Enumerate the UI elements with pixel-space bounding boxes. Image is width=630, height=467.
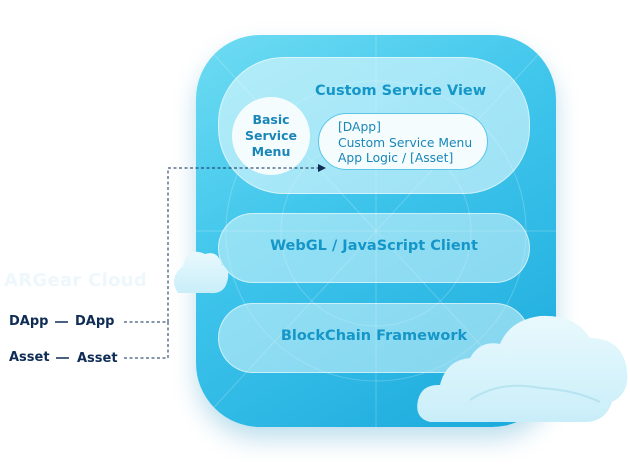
argear-cloud-title: ARGear Cloud [4,270,148,291]
dapp-left-label: DApp [9,314,49,329]
dapp-box-line: [DApp] [338,120,381,134]
asset-left-label: Asset [9,350,50,365]
dapp-logic-box: [DApp] Custom Service Menu App Logic / [… [318,113,488,170]
basic-service-menu-line: Basic [252,112,290,127]
blockchain-framework-layer: BlockChain Framework [218,303,530,373]
basic-service-menu-circle: Basic Service Menu [232,97,310,175]
webgl-client-layer: WebGL / JavaScript Client [218,213,530,283]
basic-service-menu-line: Menu [251,144,291,159]
dapp-box-line: Custom Service Menu [338,135,473,150]
asset-right-label: Asset [77,351,118,366]
dapp-box-line: App Logic / [Asset] [338,151,454,165]
custom-service-view-label: Custom Service View [315,83,487,99]
dapp-right-label: DApp [75,314,115,329]
basic-service-menu-line: Service [245,128,297,143]
blockchain-framework-label: BlockChain Framework [280,328,468,344]
webgl-client-label: WebGL / JavaScript Client [270,238,478,254]
